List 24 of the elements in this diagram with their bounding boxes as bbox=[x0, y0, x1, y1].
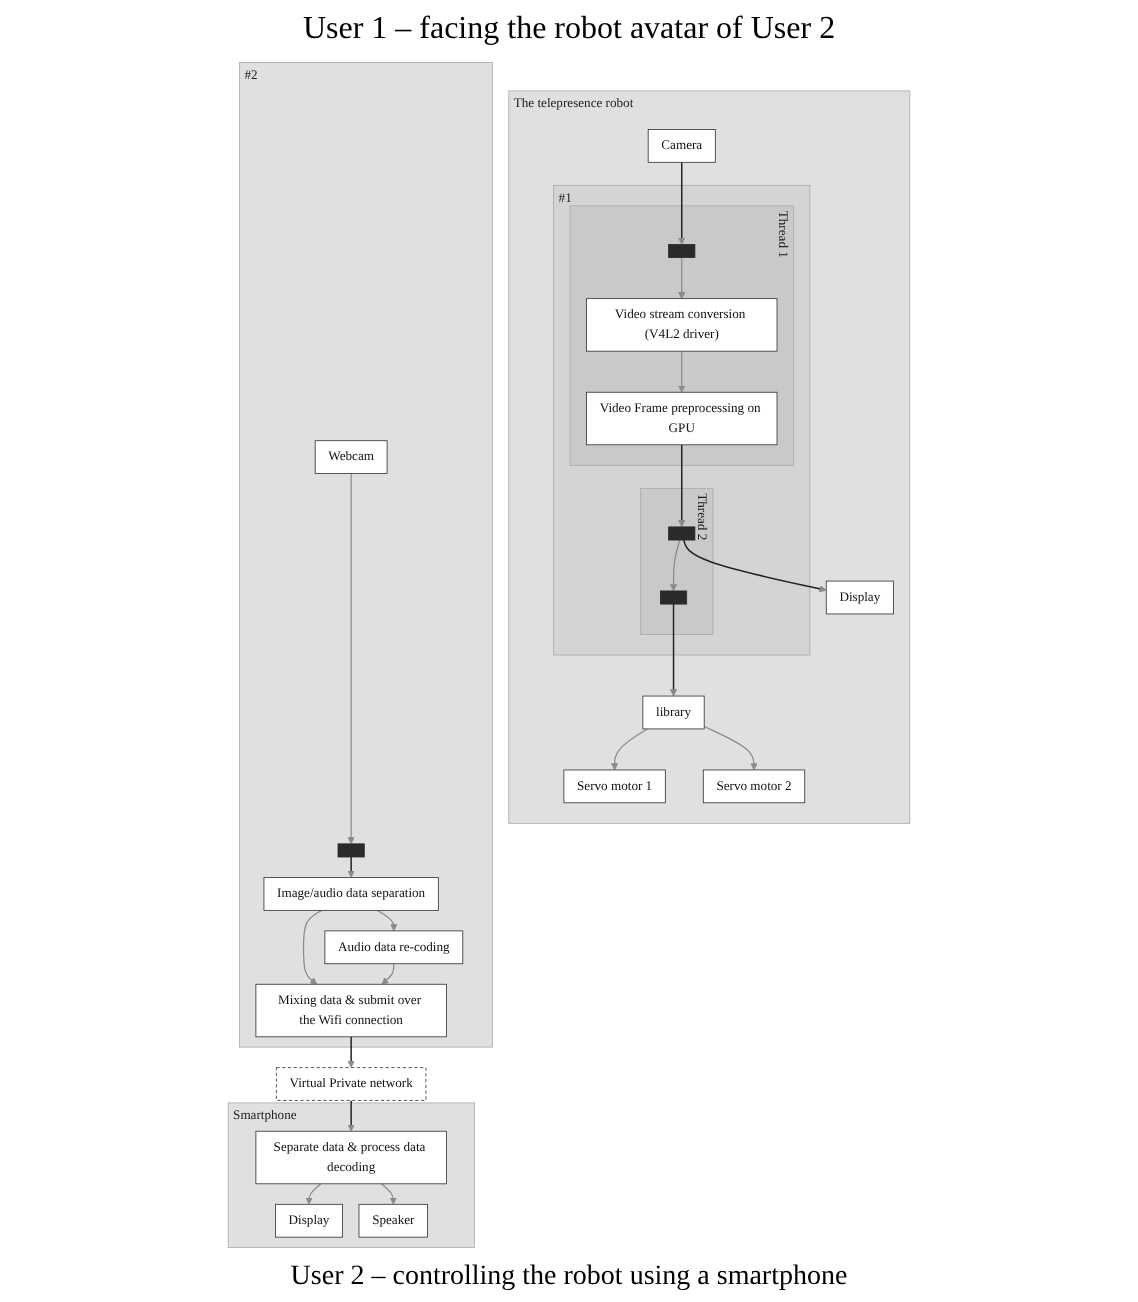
arrow bbox=[669, 539, 681, 592]
arrow bbox=[347, 1099, 355, 1132]
arrow bbox=[678, 256, 686, 299]
node-bar bbox=[337, 843, 365, 858]
node-bar bbox=[668, 244, 696, 258]
arrow bbox=[347, 856, 355, 878]
arrow bbox=[305, 1183, 322, 1205]
node-bar bbox=[660, 590, 688, 605]
node-bar bbox=[668, 526, 696, 541]
arrow bbox=[669, 603, 678, 697]
arrow bbox=[380, 1183, 397, 1205]
arrow bbox=[347, 472, 355, 845]
arrow bbox=[347, 1036, 355, 1068]
arrow bbox=[703, 725, 758, 771]
arrow bbox=[678, 350, 686, 393]
arrow bbox=[302, 909, 323, 985]
arrow bbox=[683, 539, 827, 593]
arrow bbox=[381, 963, 395, 985]
arrow bbox=[611, 728, 648, 771]
diagram-title: User 1 – facing the robot avatar of User 2 bbox=[302, 12, 836, 48]
arrow bbox=[376, 909, 398, 932]
arrow bbox=[678, 161, 686, 245]
caption-note: User 2 – controlling the robot using a smartphone bbox=[290, 1262, 848, 1294]
arrow bbox=[678, 444, 686, 528]
